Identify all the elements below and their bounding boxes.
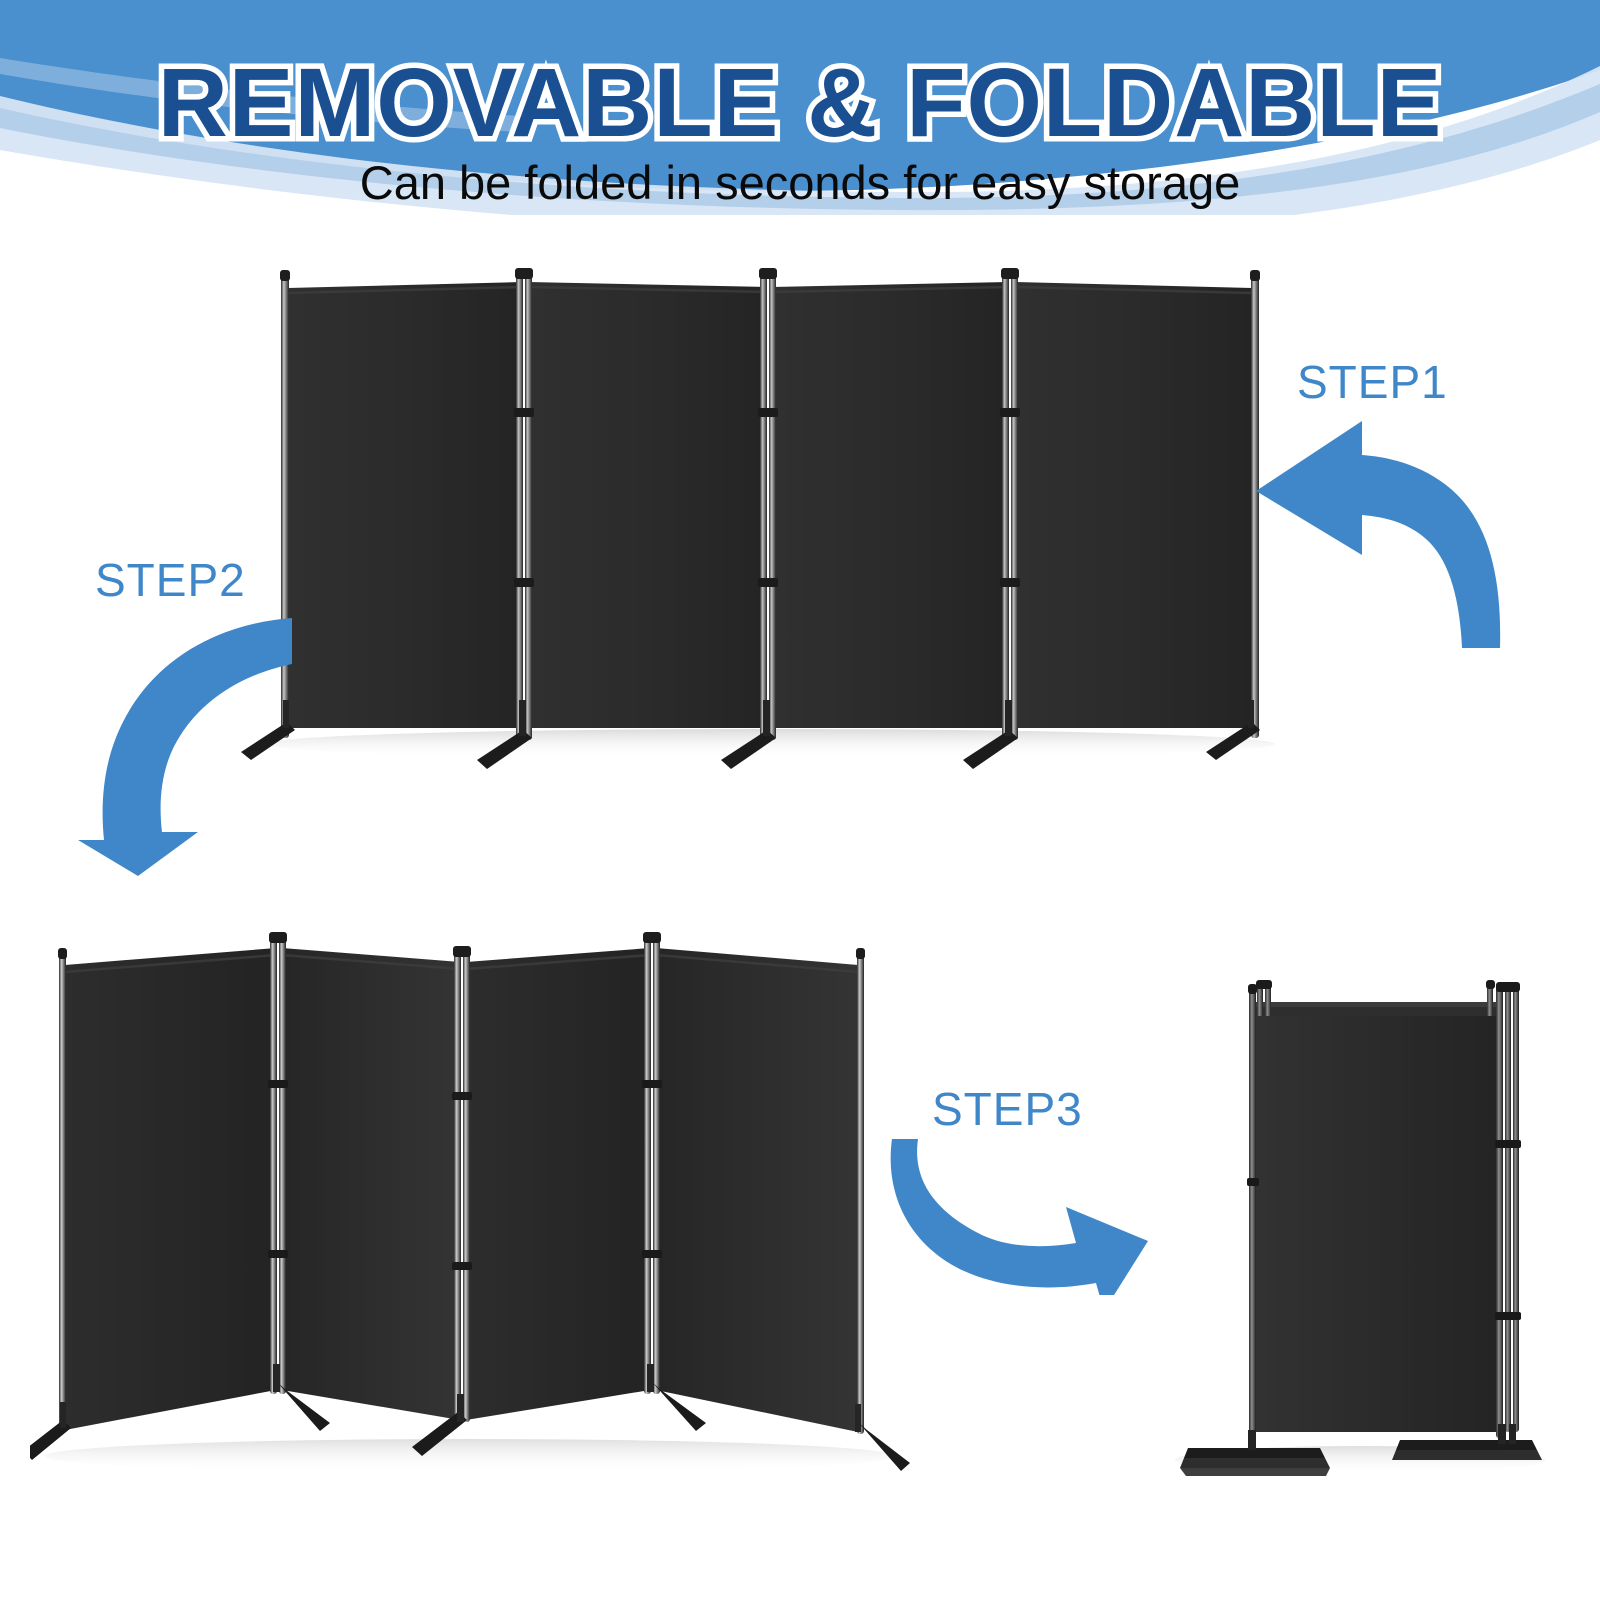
header-banner: REMOVABLE & FOLDABLE Can be folded in se… xyxy=(0,0,1600,215)
step3-label: STEP3 xyxy=(932,1083,1083,1135)
page-subtitle-text: Can be folded in seconds for easy storag… xyxy=(359,156,1241,209)
step3-arrow-icon xyxy=(890,1139,1148,1295)
page-title: REMOVABLE & FOLDABLE xyxy=(0,46,1600,158)
step1-arrow-icon xyxy=(1256,421,1501,648)
step1-label: STEP1 xyxy=(1297,356,1448,408)
page-title-text: REMOVABLE & FOLDABLE xyxy=(152,47,1447,157)
page-subtitle: Can be folded in seconds for easy storag… xyxy=(0,155,1600,210)
divider-zigzag-view xyxy=(30,920,910,1510)
step2-label: STEP2 xyxy=(95,554,246,606)
divider-collapsed-view xyxy=(1160,940,1560,1500)
divider-unfolded-view xyxy=(240,260,1300,790)
banner-waves xyxy=(0,0,1600,215)
step2-arrow-icon xyxy=(78,618,292,876)
